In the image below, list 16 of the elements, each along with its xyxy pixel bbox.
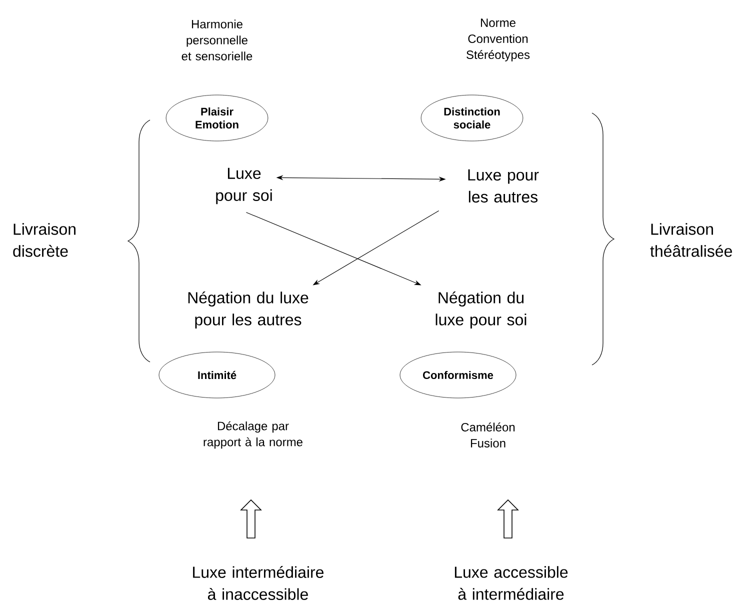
ellipse-node: Distinction sociale [420, 94, 524, 142]
caption-text: Caméléon Fusion [461, 422, 515, 448]
ellipse-node: Intimité [158, 352, 276, 398]
node-text: Luxe intermédiaire à inaccessible [193, 566, 324, 600]
ellipse-node: Plaisir Emotion [166, 94, 268, 142]
side-label: Livraison théâtralisée [650, 223, 732, 257]
node-text: Luxe pour soi [216, 168, 272, 204]
node-text: Négation du luxe pour soi [436, 291, 526, 329]
side-label: Livraison discrète [13, 223, 76, 257]
node-text: Luxe pour les autres [468, 169, 539, 203]
ellipse-node: Conformisme [400, 352, 516, 398]
caption-text: Norme Convention Stéréotypes [466, 18, 530, 62]
node-text: Négation du luxe pour les autres [188, 291, 308, 329]
node-text: Luxe accessible à intermédiaire [454, 566, 568, 600]
caption-text: Décalage par rapport à la norme [204, 421, 302, 449]
caption-text: Harmonie personnelle et sensorielle [182, 20, 252, 60]
